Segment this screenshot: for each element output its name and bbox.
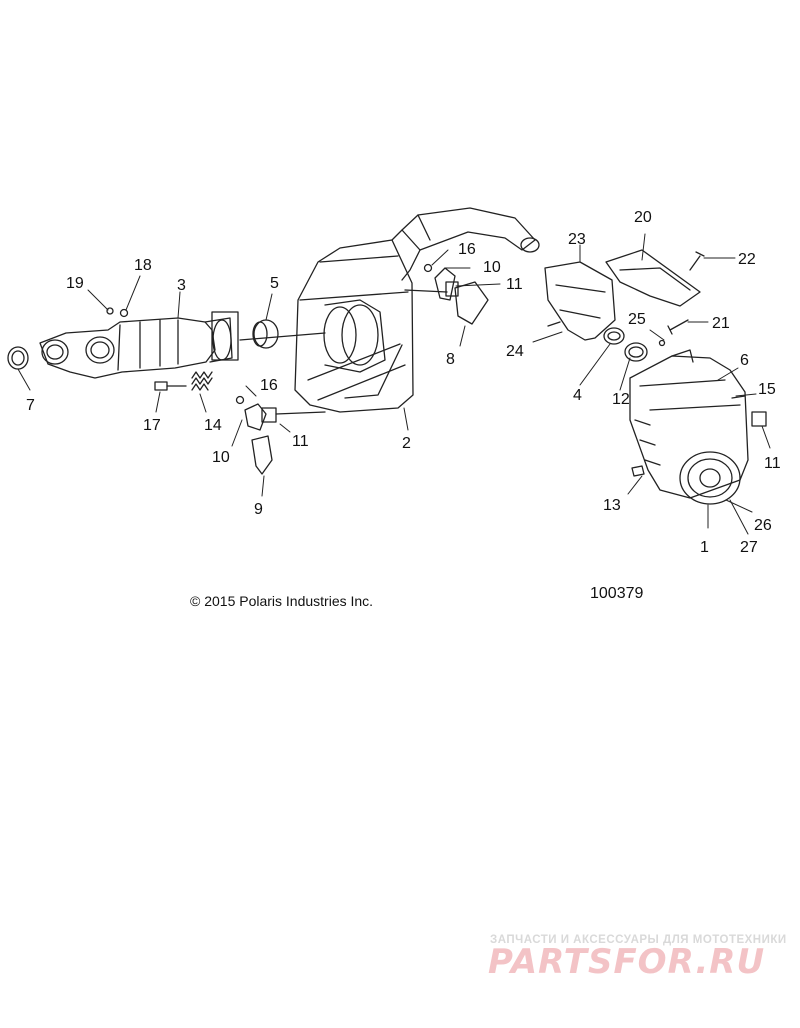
callout-18: 18 <box>134 257 152 274</box>
callout-10-lower: 10 <box>212 449 230 466</box>
callout-19: 19 <box>66 275 84 292</box>
callout-6: 6 <box>740 352 749 369</box>
muffler-body-part <box>294 239 414 413</box>
callout-7: 7 <box>26 397 35 414</box>
callout-21: 21 <box>712 315 730 332</box>
callout-27: 27 <box>740 539 758 556</box>
heat-shield-part <box>544 261 616 341</box>
callout-20: 20 <box>634 209 652 226</box>
fasteners-part <box>547 251 705 347</box>
head-pipe-part <box>391 207 540 281</box>
callout-12: 12 <box>612 391 630 408</box>
callout-22: 22 <box>738 251 756 268</box>
callout-25: 25 <box>628 311 646 328</box>
callout-11-right: 11 <box>764 455 781 472</box>
small-nuts-part <box>106 307 129 318</box>
callout-1: 1 <box>700 539 709 556</box>
clamps-part <box>603 327 648 362</box>
silencer-part <box>629 349 767 505</box>
callout-17: 17 <box>143 417 161 434</box>
callout-4: 4 <box>573 387 582 404</box>
callout-13: 13 <box>603 497 621 514</box>
grommet-part <box>239 319 326 349</box>
header-pipe-part <box>39 311 239 379</box>
copyright-notice: © 2015 Polaris Industries Inc. <box>190 593 374 609</box>
callout-26: 26 <box>754 517 772 534</box>
callout-8: 8 <box>446 351 455 368</box>
callout-23: 23 <box>568 231 586 248</box>
callout-11-upper: 11 <box>506 276 523 293</box>
callout-5: 5 <box>270 275 279 292</box>
drawing-number: 100379 <box>590 585 644 602</box>
callout-3: 3 <box>177 277 186 294</box>
callout-14: 14 <box>204 417 222 434</box>
lower-bracket-part <box>235 395 326 475</box>
callout-16-lower: 16 <box>260 377 278 394</box>
leader-lines <box>17 233 771 535</box>
shield-plate-part <box>605 249 701 307</box>
callout-9: 9 <box>254 501 263 518</box>
watermark-logo: PARTSFOR.RU <box>488 942 766 982</box>
callout-15: 15 <box>758 381 776 398</box>
callout-2: 2 <box>402 435 411 452</box>
upper-bracket-part <box>404 263 489 325</box>
gasket-ring-part <box>7 346 29 370</box>
watermark-subtitle: ЗАПЧАСТИ И АКСЕССУАРЫ ДЛЯ МОТОТЕХНИКИ <box>490 934 787 946</box>
callout-11-lower: 11 <box>292 433 309 450</box>
callout-16-upper: 16 <box>458 241 476 258</box>
bolt-spring-part <box>154 371 213 391</box>
callout-24: 24 <box>506 343 524 360</box>
callout-10-upper: 10 <box>483 259 501 276</box>
